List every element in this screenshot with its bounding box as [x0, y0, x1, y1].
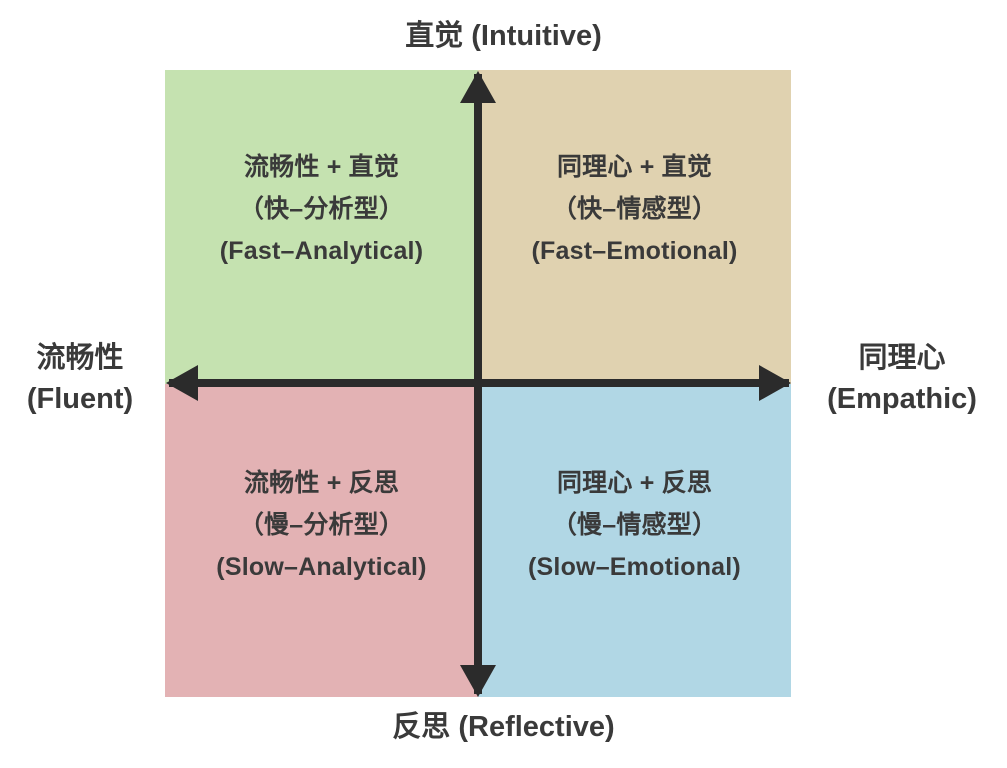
quadrant-label-top-left-line3: (Fast–Analytical)	[219, 237, 424, 265]
axis-label-top-text: 直觉 (Intuitive)	[405, 20, 602, 52]
quadrant-label-bottom-right-line1: 同理心 + 反思	[556, 469, 713, 497]
quadrant-label-bottom-right: 同理心 + 反思 （慢–情感型） (Slow–Emotional)	[478, 462, 791, 588]
quadrant-label-top-left-line2: （快–分析型）	[238, 195, 405, 223]
axis-label-top: 直觉 (Intuitive)	[0, 16, 1007, 57]
quadrant-fill-bottom-right	[478, 384, 791, 697]
axis-label-left-line1: 流畅性	[36, 342, 124, 374]
quadrant-label-bottom-left-line1: 流畅性 + 反思	[243, 469, 400, 497]
quadrant-label-bottom-left-line3: (Slow–Analytical)	[216, 553, 427, 581]
axis-label-bottom-text: 反思 (Reflective)	[392, 711, 615, 743]
axis-label-left: 流畅性 (Fluent)	[0, 338, 160, 420]
quadrant-label-top-left: 流畅性 + 直觉 （快–分析型） (Fast–Analytical)	[165, 146, 478, 272]
quadrant-label-top-right: 同理心 + 直觉 （快–情感型） (Fast–Emotional)	[478, 146, 791, 272]
quadrant-label-bottom-right-line3: (Slow–Emotional)	[528, 553, 741, 581]
quadrant-label-bottom-left-line2: （慢–分析型）	[238, 511, 405, 539]
quadrant-label-top-left-line1: 流畅性 + 直觉	[243, 153, 400, 181]
quadrant-label-top-right-line3: (Fast–Emotional)	[531, 237, 738, 265]
axis-label-bottom: 反思 (Reflective)	[0, 707, 1007, 748]
quadrant-label-top-right-line2: （快–情感型）	[551, 195, 718, 223]
quadrant-label-bottom-left: 流畅性 + 反思 （慢–分析型） (Slow–Analytical)	[165, 462, 478, 588]
axis-label-left-line2: (Fluent)	[26, 383, 134, 415]
quadrant-fill-top-right	[478, 70, 791, 384]
axis-label-right-line2: (Empathic)	[827, 383, 977, 415]
quadrant-fill-bottom-left	[165, 384, 478, 697]
quadrant-label-top-right-line1: 同理心 + 直觉	[556, 153, 713, 181]
quadrant-fill-top-left	[165, 70, 478, 384]
quadrant-label-bottom-right-line2: （慢–情感型）	[551, 511, 718, 539]
axis-label-right-line1: 同理心	[858, 342, 946, 374]
axis-label-right: 同理心 (Empathic)	[797, 338, 1007, 420]
